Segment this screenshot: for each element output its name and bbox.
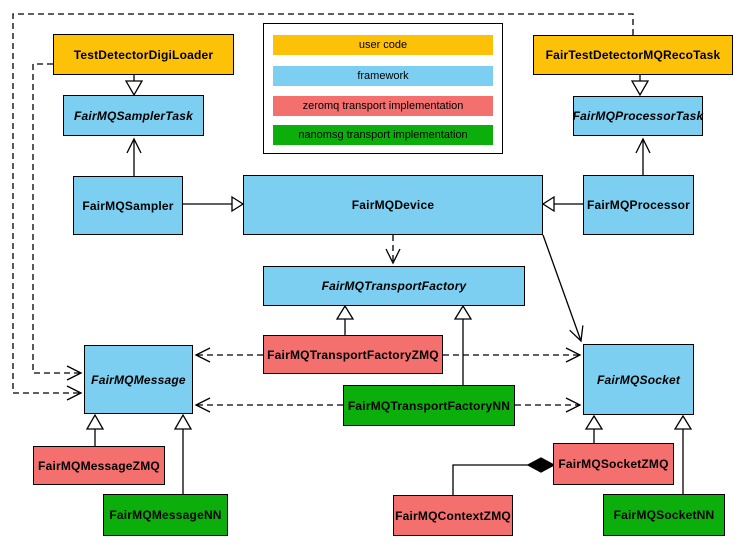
edge-socketzmq-socket-inheritance	[584, 414, 604, 443]
legend-label: zeromq transport implementation	[302, 100, 464, 112]
legend-item-framework: framework	[273, 66, 493, 86]
node-fairmq-message-zmq: FairMQMessageZMQ	[33, 446, 165, 485]
node-fairmq-socket: FairMQSocket	[583, 344, 694, 415]
node-fairmq-socket-nn: FairMQSocketNN	[603, 494, 725, 536]
edge-socketnn-socket-inheritance	[673, 414, 693, 494]
node-fairmq-sampler: FairMQSampler	[73, 176, 183, 235]
node-fairmq-sampler-task: FairMQSamplerTask	[63, 95, 204, 136]
node-fairmq-message: FairMQMessage	[84, 345, 193, 414]
legend-label: framework	[357, 70, 409, 82]
edge-device-socket-association	[542, 234, 584, 343]
legend-item-zeromq: zeromq transport implementation	[273, 96, 493, 116]
legend-label: user code	[358, 39, 408, 51]
node-fair-test-detector-mq-reco-task: FairTestDetectorMQRecoTask	[533, 35, 733, 75]
node-fairmq-socket-zmq: FairMQSocketZMQ	[553, 443, 674, 485]
node-fairmq-message-nn: FairMQMessageNN	[103, 494, 228, 536]
edge-factorynn-factory-inheritance	[453, 304, 473, 385]
edge-contextzmq-socketzmq-composition	[452, 457, 556, 495]
edge-sampler-device-inheritance	[183, 195, 245, 213]
node-fairmq-device: FairMQDevice	[243, 175, 543, 235]
edge-recotask-processortask-inheritance	[630, 75, 650, 97]
node-fairmq-context-zmq: FairMQContextZMQ	[393, 495, 513, 536]
node-fairmq-processor-task: FairMQProcessorTask	[573, 96, 703, 136]
legend-item-nanomsg: nanomsg transport implementation	[273, 125, 493, 145]
edge-processor-device-inheritance	[541, 195, 583, 213]
composition-diamond-icon	[526, 457, 556, 473]
legend-label: nanomsg transport implementation	[298, 129, 468, 141]
node-test-detector-digi-loader: TestDetectorDigiLoader	[53, 34, 234, 75]
edge-factoryzmq-factory-inheritance	[335, 304, 355, 335]
edge-digiloader-samplertask-inheritance	[124, 75, 144, 97]
legend-item-user-code: user code	[273, 35, 493, 55]
node-fairmq-transport-factory-zmq: FairMQTransportFactoryZMQ	[263, 335, 443, 374]
edge-digiloader-message-dependency	[32, 63, 83, 381]
edge-recotask-message-dependency	[12, 13, 634, 401]
edge-messagenn-message-inheritance	[173, 413, 193, 494]
node-fairmq-processor: FairMQProcessor	[583, 175, 694, 235]
node-fairmq-transport-factory: FairMQTransportFactory	[263, 266, 525, 306]
node-fairmq-transport-factory-nn: FairMQTransportFactoryNN	[343, 385, 515, 426]
edge-messagezmq-message-inheritance	[85, 413, 105, 446]
